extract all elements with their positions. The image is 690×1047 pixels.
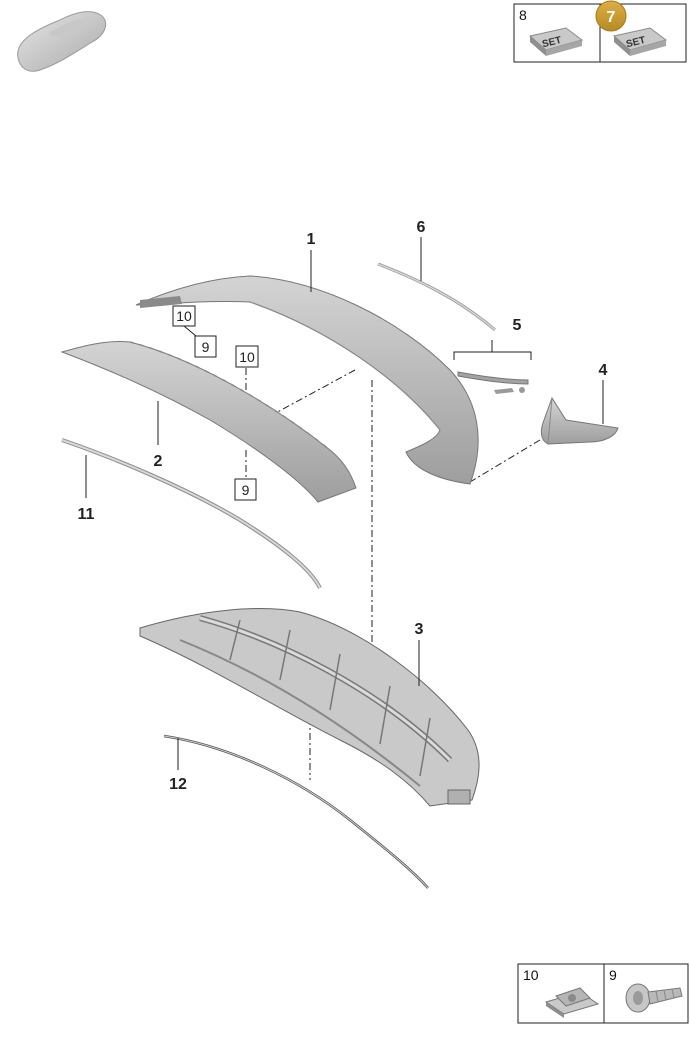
set-badge: 7	[595, 0, 627, 32]
callout-1: 1	[307, 231, 316, 248]
svg-text:9: 9	[242, 482, 250, 498]
part-3-frame	[139, 608, 480, 807]
set-left-icon: SET	[528, 27, 584, 56]
callout-12: 12	[169, 776, 187, 793]
callout-5: 5	[513, 317, 522, 334]
clip-number: 10	[523, 967, 539, 983]
boxed-label-10-b: 10	[235, 345, 259, 368]
boxed-label-9-b: 9	[234, 478, 257, 501]
part-2-panel	[60, 341, 357, 503]
screw-icon	[625, 983, 683, 1013]
assembly-lines	[178, 315, 541, 780]
clip-nut-icon	[544, 987, 600, 1018]
part-11-strip	[61, 438, 322, 589]
svg-text:10: 10	[176, 308, 192, 324]
part-5-trim-set	[453, 340, 532, 394]
hardware-panel: 10 9	[517, 963, 689, 1024]
set-right-text: SET	[625, 35, 647, 50]
callout-11: 11	[78, 506, 95, 523]
part-6-strip	[377, 262, 496, 332]
set-left-text: SET	[541, 35, 563, 50]
set-badge-number: 7	[607, 9, 616, 26]
callout-2: 2	[154, 453, 163, 470]
part-4-end-cap	[540, 396, 619, 445]
leader-lines	[85, 237, 604, 770]
callout-3: 3	[415, 621, 424, 638]
part-1-spoiler	[135, 275, 479, 485]
callout-6: 6	[417, 219, 426, 236]
car-thumbnail-icon	[17, 11, 107, 72]
svg-text:9: 9	[202, 339, 210, 355]
part-12-strip	[163, 734, 429, 889]
set-right-icon: SET	[612, 27, 668, 56]
set-panel-left-number: 8	[519, 7, 527, 23]
callout-4: 4	[599, 362, 608, 379]
screw-number: 9	[609, 967, 617, 983]
svg-text:10: 10	[239, 349, 255, 365]
set-panel: 8 SET SET 7	[513, 0, 687, 63]
boxed-label-10-a: 10	[172, 305, 196, 327]
boxed-label-9-a: 9	[194, 335, 217, 358]
